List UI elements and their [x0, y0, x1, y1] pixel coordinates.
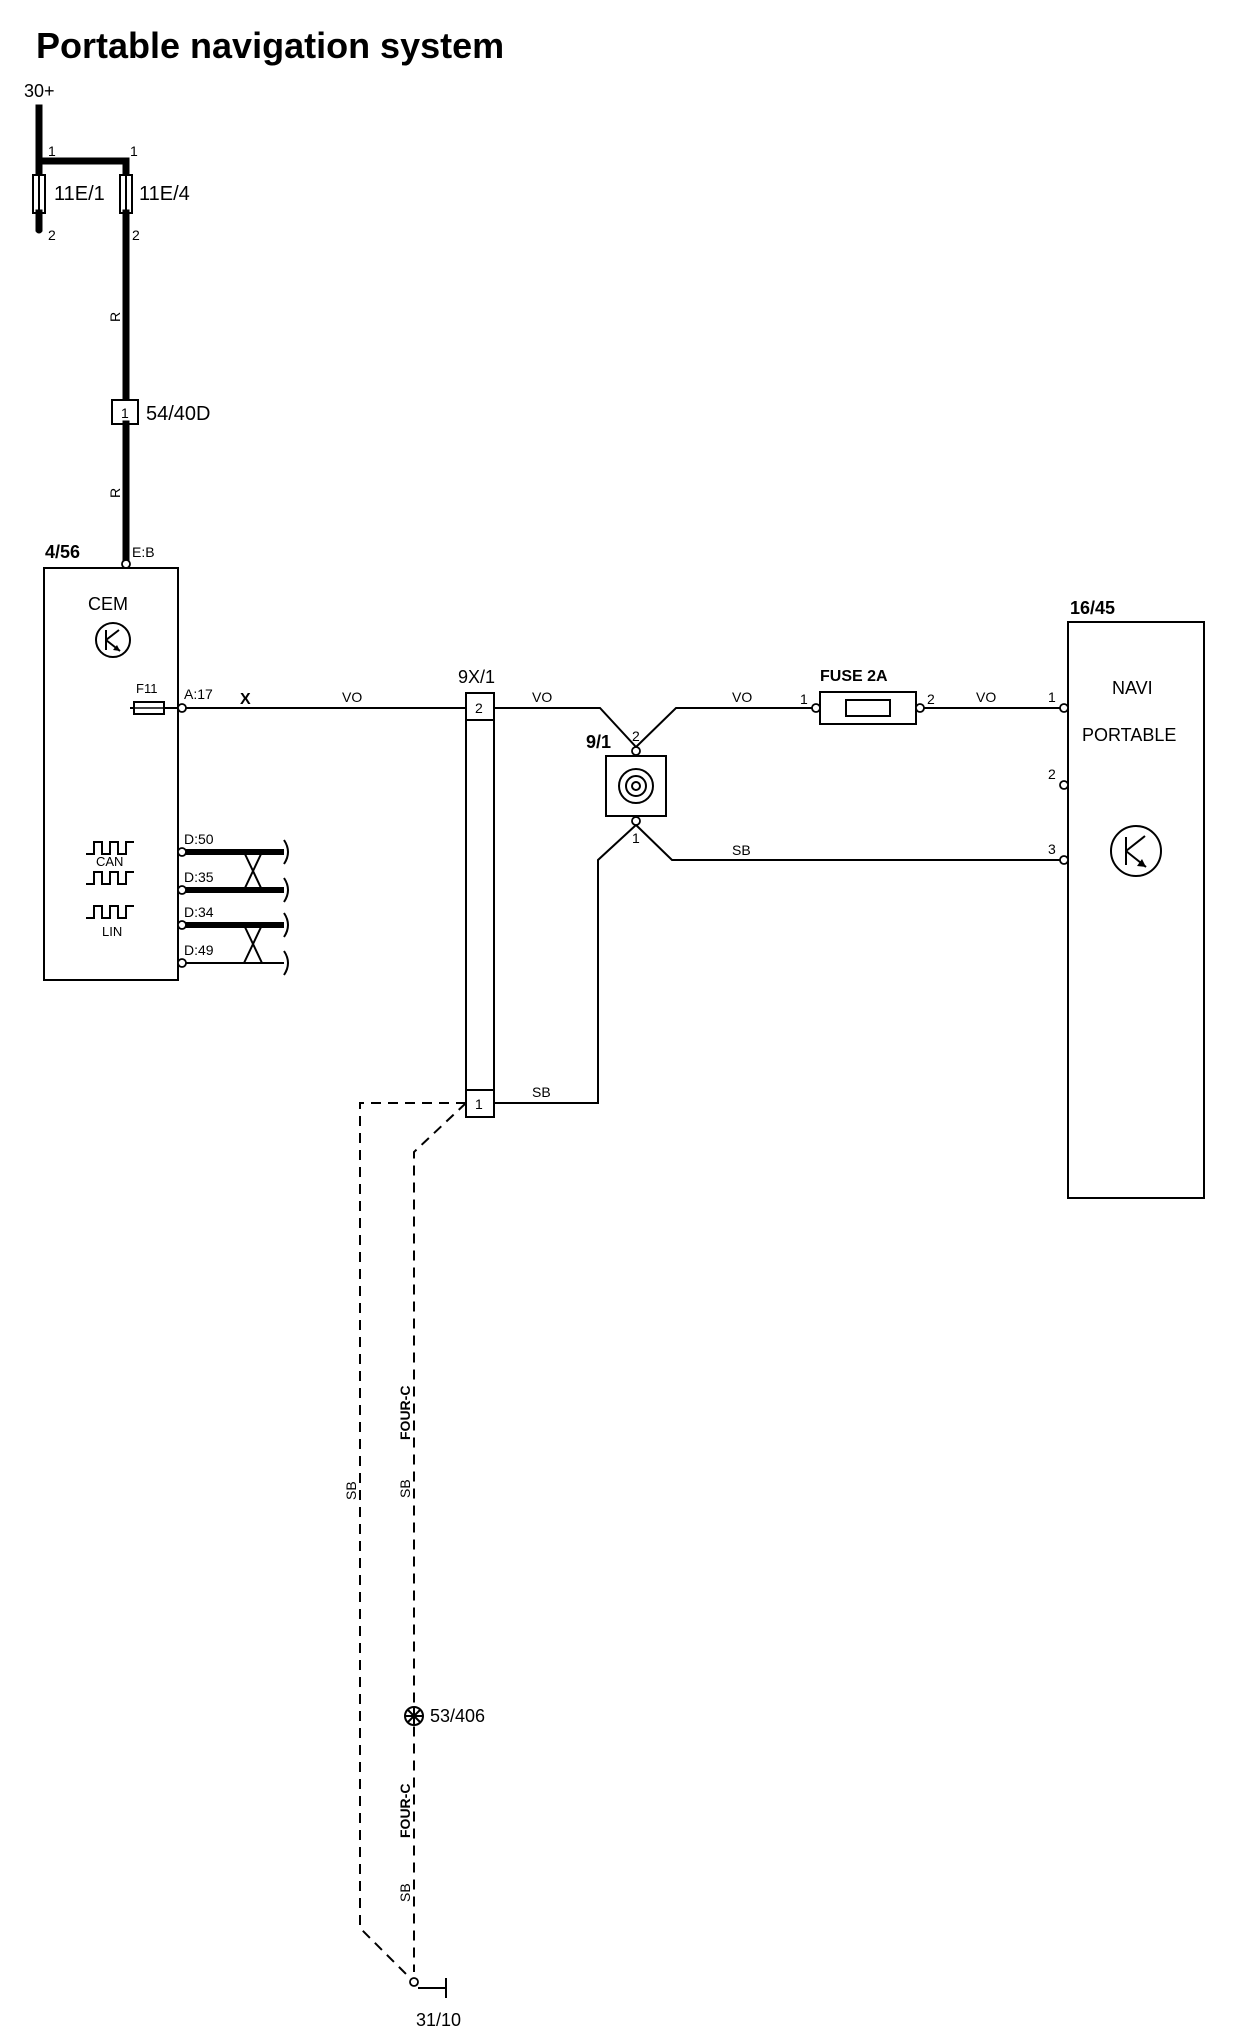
fuse-a-terminal: [35, 226, 43, 234]
fuse-a-pin-out: 2: [48, 227, 56, 243]
ground-path-right: [413, 1102, 467, 1972]
wire-sb-right-lower: SB: [397, 1883, 413, 1902]
ground-terminal: [409, 1977, 419, 1987]
wire-color-r-upper: R: [107, 312, 123, 322]
cem-ref: 4/56: [45, 542, 80, 562]
sb-wire-navi: [635, 824, 1060, 861]
bus-pin-d34: D:34: [184, 904, 214, 920]
fuse-2a-element: [845, 699, 891, 717]
wire-vo-1: VO: [342, 689, 362, 705]
bus-pin-d35: D:35: [184, 869, 214, 885]
lin-label: LIN: [102, 924, 122, 939]
page-title: Portable navigation system: [36, 25, 504, 66]
fuse-2a-label: FUSE 2A: [820, 668, 888, 685]
fuse-a-label: 11E/1: [54, 183, 105, 205]
connector-9x1-ref: 9X/1: [458, 667, 495, 687]
splice-54-40d: [111, 399, 139, 425]
cem-out-pin-label: A:17: [184, 686, 213, 702]
fuse-2a-pin-out: 2: [927, 691, 935, 707]
vo-wire-socket-out: [635, 707, 812, 748]
socket-icon: [618, 768, 654, 804]
splice-53-406-icon: [404, 1706, 424, 1726]
wire-vo-4: VO: [976, 689, 996, 705]
cem-out-mark: X: [240, 691, 251, 708]
splice-label: 54/40D: [146, 403, 211, 425]
lin-bus-icon: [86, 905, 134, 919]
bus-pin-d49: D:49: [184, 942, 214, 958]
navi-pin-1-terminal: [1059, 703, 1069, 713]
cem-supply-pin: [121, 559, 131, 569]
can-label: CAN: [96, 854, 123, 869]
cem-supply-pin-label: E:B: [132, 544, 155, 560]
bus-wiring: [177, 839, 289, 976]
cem-fuse-label: F11: [136, 681, 157, 696]
ground-icon: [418, 1978, 447, 1998]
supply-label: 30+: [24, 81, 55, 101]
cem-name: CEM: [88, 594, 128, 614]
ground-path-left: [359, 1102, 466, 1979]
variant-four-c-upper: FOUR-C: [397, 1386, 413, 1440]
navi-ref: 16/45: [1070, 598, 1115, 618]
fuse-b-pin-out: 2: [132, 227, 140, 243]
navi-pin-2-terminal: [1059, 780, 1069, 790]
navi-pin-3: 3: [1048, 841, 1056, 857]
splice-53-406-label: 53/406: [430, 1706, 485, 1726]
wire-sb-top: SB: [732, 842, 751, 858]
bus-pin-d50: D:50: [184, 831, 214, 847]
vo-wire-socket-in: [494, 707, 637, 748]
navi-pin-1: 1: [1048, 689, 1056, 705]
socket-9-1: [605, 755, 667, 817]
wire-vo-2: VO: [532, 689, 552, 705]
connector-pin-2: 2: [475, 700, 483, 716]
wire-color-r-lower: R: [107, 488, 123, 498]
socket-pin-1: 1: [632, 830, 640, 846]
navi-pin-2: 2: [1048, 766, 1056, 782]
can-bus-icon: [86, 841, 134, 885]
wire-sb-mid: SB: [532, 1084, 551, 1100]
socket-pin-2-terminal: [631, 746, 641, 756]
fuse-2a-pin-1-terminal: [811, 703, 821, 713]
ground-label: 31/10: [416, 2010, 461, 2030]
navi-portable-module: [1067, 621, 1205, 1199]
wire-sb-right-upper: SB: [397, 1479, 413, 1498]
wire-sb-left: SB: [343, 1481, 359, 1500]
fuse-2a-pin-in: 1: [800, 691, 808, 707]
connector-pin-1: 1: [475, 1096, 483, 1112]
fuse-b-pin-in: 1: [130, 143, 138, 159]
connector-9x1: [465, 692, 495, 1118]
splice-pin: 1: [121, 405, 129, 421]
navi-name-line1: NAVI: [1112, 678, 1153, 698]
socket-pin-1-terminal: [631, 816, 641, 826]
socket-pin-2: 2: [632, 728, 640, 744]
sb-wire-connector: [494, 824, 637, 1104]
navi-name-line2: PORTABLE: [1082, 725, 1176, 745]
cem-transistor-icon: [95, 622, 131, 658]
navi-transistor-icon: [1110, 825, 1162, 877]
variant-four-c-lower: FOUR-C: [397, 1784, 413, 1838]
fuse-2a-pin-2-terminal: [915, 703, 925, 713]
fuse-a-pin-in: 1: [48, 143, 56, 159]
fuse-b-label: 11E/4: [139, 183, 190, 205]
navi-pin-3-terminal: [1059, 855, 1069, 865]
socket-ref: 9/1: [586, 732, 611, 752]
cem-out-pin: [177, 703, 187, 713]
wire-vo-3: VO: [732, 689, 752, 705]
